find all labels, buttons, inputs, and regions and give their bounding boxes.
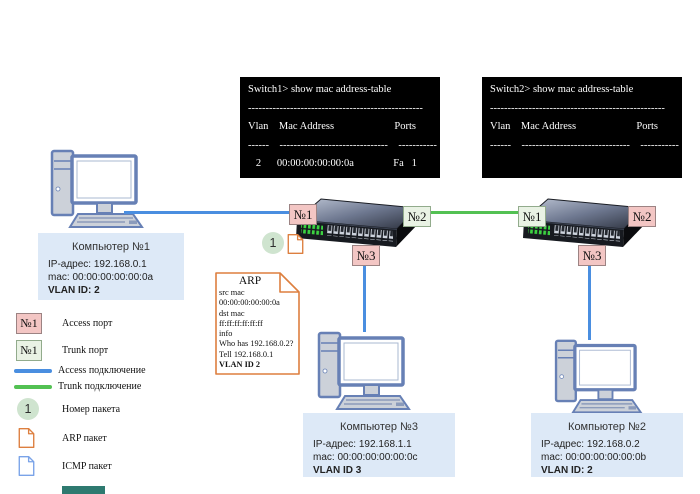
computer2-icon [548, 338, 645, 418]
legend-access-link-swatch [14, 369, 52, 373]
computer2-info-card: Компьютер №2 IP-адрес: 192.168.0.2 mac: … [531, 413, 683, 477]
switch1-terminal: Switch1> show mac address-table --------… [240, 77, 440, 178]
legend-arp-icon [18, 427, 35, 449]
switch1-port2-label: №2 [403, 206, 431, 227]
legend-access-port-label: Access порт [62, 318, 113, 329]
arp-packet-line: src mac [219, 288, 245, 297]
switch2-port2-label: №2 [628, 206, 656, 227]
arp-packet-line: dst mac [219, 308, 245, 318]
legend-access-link-label: Access подключение [58, 365, 146, 376]
legend-trunk-port-swatch: №1 [16, 340, 42, 361]
legend-trunk-port-label: Trunk порт [62, 345, 109, 356]
switch2-port3-label: №3 [578, 245, 606, 266]
arp-packet-line: Who has 192.168.0.2? [219, 339, 294, 349]
legend-access-port-swatch: №1 [16, 313, 42, 334]
computer1-title: Компьютер №1 [72, 241, 150, 253]
trunk-link-sw1-sw2 [431, 211, 518, 214]
switch1-port1-label: №1 [289, 204, 317, 225]
switch1-port3-label: №3 [352, 245, 380, 266]
bottom-edge-bar [62, 486, 105, 494]
terminal-line: ----------------------------------------… [490, 102, 665, 114]
arp-packet-detail: ARP src mac 00:00:00:00:00:0a dst mac ff… [215, 272, 301, 375]
computer2-mac: mac: 00:00:00:00:00:0b [541, 452, 647, 463]
terminal-line: ------ ------------------------------- -… [490, 139, 679, 151]
terminal-line: Switch2> show mac address-table [490, 84, 634, 95]
arp-packet-line: info [219, 329, 233, 339]
arp-packet-vlan: VLAN ID 2 [219, 360, 261, 370]
access-link-pc1-sw1 [124, 211, 290, 214]
computer1-info-card: Компьютер №1 IP-адрес: 192.168.0.1 mac: … [38, 233, 184, 300]
legend-packet-number-label: Номер пакета [62, 404, 121, 415]
arp-packet-title: ARP [238, 275, 262, 287]
computer3-title: Компьютер №3 [340, 421, 418, 433]
legend-arp-label: ARP пакет [62, 433, 107, 444]
legend-trunk-link-label: Trunk подключение [58, 381, 142, 392]
terminal-line: Vlan Mac Address Ports [490, 121, 658, 132]
computer3-mac: mac: 00:00:00:00:00:0c [313, 452, 418, 463]
arp-packet-icon [287, 233, 304, 255]
computer1-vlan: VLAN ID: 2 [48, 285, 100, 296]
arp-packet-line: 00:00:00:00:00:0a [219, 298, 280, 308]
switch2-terminal: Switch2> show mac address-table --------… [482, 77, 682, 178]
computer3-ip: IP-адрес: 192.168.1.1 [313, 439, 412, 450]
terminal-line: Vlan Mac Address Ports [248, 121, 416, 132]
computer3-icon [312, 330, 412, 415]
arp-packet-outline [215, 272, 300, 375]
arp-packet-line: Tell 192.168.0.1 [219, 349, 274, 359]
terminal-line: Switch1> show mac address-table [248, 84, 392, 95]
computer2-vlan: VLAN ID: 2 [541, 465, 593, 476]
computer3-vlan: VLAN ID 3 [313, 465, 362, 476]
legend-icmp-label: ICMP пакет [62, 461, 112, 472]
packet-number-badge: 1 [262, 232, 284, 254]
computer2-title: Компьютер №2 [568, 421, 646, 433]
access-link-sw2-pc2 [588, 266, 591, 340]
terminal-line: ----------------------------------------… [248, 102, 423, 114]
computer1-ip: IP-адрес: 192.168.0.1 [48, 259, 147, 270]
computer1-icon [45, 148, 145, 233]
arp-packet-text: ARP src mac 00:00:00:00:00:0a dst mac ff… [219, 274, 299, 370]
terminal-line: 2 00:00:00:00:00:0a Fa 1 [248, 158, 417, 169]
legend-packet-number-swatch: 1 [17, 398, 39, 420]
legend-trunk-link-swatch [14, 385, 52, 389]
legend-icmp-icon [18, 455, 35, 477]
terminal-line: ------ ------------------------------- -… [248, 139, 437, 151]
switch2-port1-label: №1 [518, 206, 546, 227]
access-link-sw1-pc3 [363, 266, 366, 332]
computer2-ip: IP-адрес: 192.168.0.2 [541, 439, 640, 450]
computer3-info-card: Компьютер №3 IP-адрес: 192.168.1.1 mac: … [303, 413, 455, 477]
computer1-mac: mac: 00:00:00:00:00:0a [48, 272, 154, 283]
arp-packet-line: ff:ff:ff:ff:ff:ff [219, 318, 263, 328]
